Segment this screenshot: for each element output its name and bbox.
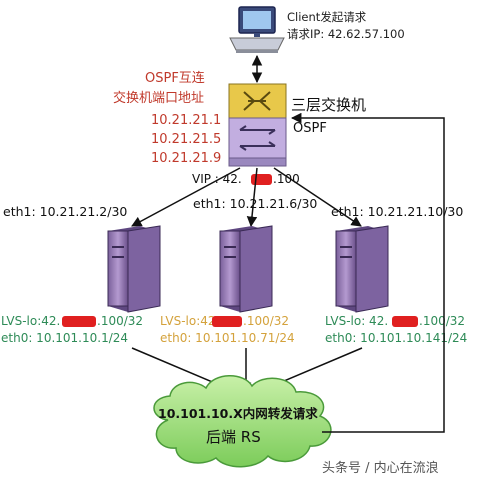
server3-lo-redaction (392, 316, 418, 327)
vip-redaction (251, 174, 272, 185)
cloud-label: 后端 RS (206, 428, 261, 446)
switch-name: 三层交换机 (291, 96, 366, 114)
client-request-ip: 请求IP: 42.62.57.100 (287, 27, 405, 41)
server3-lo-label: LVS-lo: 42. .100/32 (325, 314, 465, 328)
switch-protocol: OSPF (293, 121, 327, 136)
server-2-icon (219, 225, 273, 313)
ospf-ip-3: 10.21.21.9 (151, 151, 221, 166)
server3-eth0: eth0: 10.101.10.141/24 (325, 331, 467, 345)
ospf-title-1: OSPF互连 (145, 70, 205, 86)
server3-lo-suffix: .100/32 (419, 314, 465, 328)
vip-prefix: VIP : 42. (192, 172, 242, 186)
server1-lo-suffix: .100/32 (97, 314, 143, 328)
server1-eth1: eth1: 10.21.21.2/30 (3, 204, 127, 219)
ospf-ip-2: 10.21.21.5 (151, 132, 221, 147)
switch-server2-arrow (246, 167, 258, 228)
backend-cloud-icon (153, 375, 332, 468)
server1-lo-prefix: LVS-lo:42. (1, 314, 60, 328)
server3-lo-prefix: LVS-lo: 42. (325, 314, 388, 328)
server1-eth0: eth0: 10.101.10.1/24 (1, 331, 128, 345)
server2-lo-suffix: .100/32 (243, 314, 289, 328)
server2-eth1: eth1: 10.21.21.6/30 (193, 196, 317, 211)
server1-lo-redaction (62, 316, 96, 327)
switch-server3-arrow (273, 167, 362, 227)
server2-lo-redaction (212, 316, 242, 327)
switch-server1-arrow (131, 167, 241, 227)
server-3-icon (335, 225, 389, 313)
server2-lo-label: LVS-lo:42 .100/32 (160, 314, 289, 328)
ospf-ip-1: 10.21.21.1 (151, 113, 221, 128)
layer3-switch-icon (228, 83, 287, 167)
vip-suffix: .100 (273, 172, 300, 186)
server-1-icon (107, 225, 161, 313)
server2-lo-prefix: LVS-lo:42 (160, 314, 216, 328)
server2-eth0: eth0: 10.101.10.71/24 (160, 331, 295, 345)
client-request-label: Client发起请求 (287, 10, 367, 24)
client-computer-icon (229, 6, 285, 53)
server1-lo-label: LVS-lo:42. .100/32 (1, 314, 143, 328)
watermark-text: 头条号 / 内心在流浪 (322, 460, 439, 476)
ospf-title-2: 交换机端口地址 (113, 90, 204, 106)
server3-eth1: eth1: 10.21.21.10/30 (331, 204, 463, 219)
cloud-switch-return-arrow (290, 112, 445, 433)
cloud-title: 10.101.10.X内网转发请求 (158, 406, 318, 421)
